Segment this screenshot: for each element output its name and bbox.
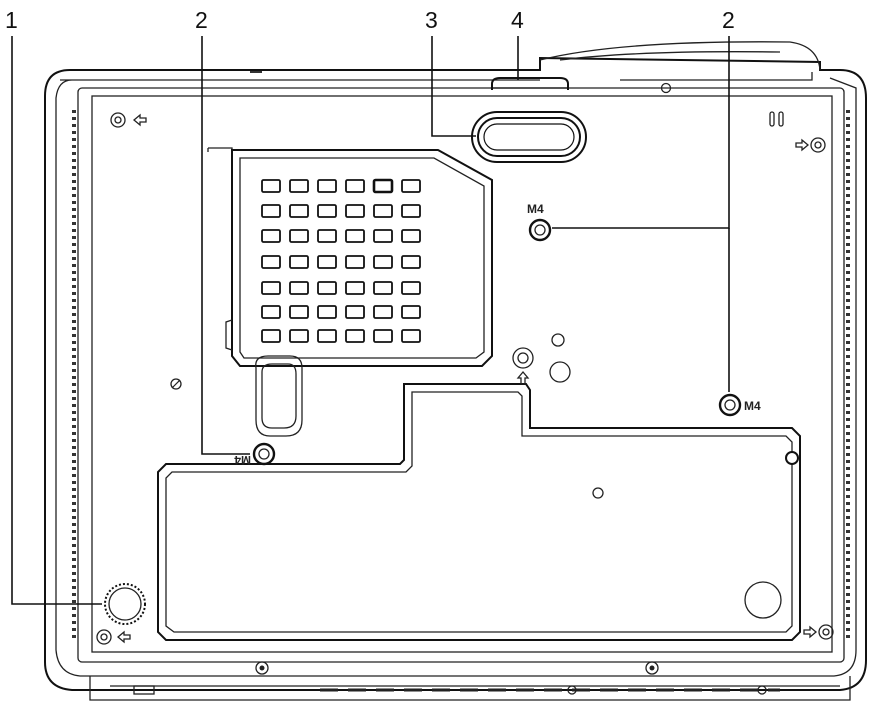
vent-slot (401, 329, 421, 343)
vent-slot (401, 179, 421, 193)
vent-slot (261, 281, 281, 295)
vent-slot (345, 204, 365, 218)
vent-slot (401, 255, 421, 269)
quick-release-button (491, 77, 569, 90)
tilt-foot (471, 111, 587, 163)
corner-marker-top-right (769, 111, 826, 153)
vent-slot (401, 305, 421, 319)
vent-slot (317, 204, 337, 218)
vent-slot (289, 281, 309, 295)
vent-slot (289, 305, 309, 319)
callout-1-adjuster-foot: 1 (5, 7, 18, 33)
vent-slot (261, 305, 281, 319)
callout-2-wall-mount-left: 2 (195, 7, 208, 33)
vent-slot (372, 178, 394, 194)
vent-slot (401, 281, 421, 295)
vent-slot (373, 204, 393, 218)
callout-3-tilt-foot: 3 (425, 7, 438, 33)
vent-slot (261, 179, 281, 193)
callout-2-wall-mount-right: 2 (722, 7, 735, 33)
corner-marker-bottom-right (803, 624, 834, 640)
vent-slot (289, 204, 309, 218)
vent-slot (401, 229, 421, 243)
vent-slot (317, 179, 337, 193)
leader-lines (11, 36, 730, 605)
callout-4-quick-release-button: 4 (511, 7, 524, 33)
vent-slot (373, 229, 393, 243)
vent-slot (317, 305, 337, 319)
vent-slot (401, 204, 421, 218)
vent-slot (261, 204, 281, 218)
vent-slot (345, 229, 365, 243)
projector-body (44, 41, 867, 701)
corner-marker-top-left (110, 112, 147, 128)
wall-mount-hole-top (528, 218, 552, 242)
m4-label-left: M4 (234, 453, 251, 467)
vent-slot (317, 229, 337, 243)
vent-slot (289, 179, 309, 193)
vent-slot (345, 179, 365, 193)
vent-slot (373, 281, 393, 295)
adjuster-foot (104, 583, 146, 625)
wall-mount-hole-left (252, 442, 276, 466)
vent-slot (373, 329, 393, 343)
vent-slot (345, 329, 365, 343)
wall-mount-hole-right (718, 393, 742, 417)
vent-slot (289, 255, 309, 269)
m4-label-top: M4 (527, 202, 544, 216)
bottom-cover-panel (157, 383, 801, 641)
vent-slot (373, 255, 393, 269)
vent-slot (289, 329, 309, 343)
vent-slot (317, 281, 337, 295)
vent-slot (345, 305, 365, 319)
vent-slot (317, 329, 337, 343)
vent-slot (317, 255, 337, 269)
corner-marker-bottom-left (96, 629, 131, 645)
vent-slot (345, 281, 365, 295)
vent-slot (289, 229, 309, 243)
misc-holes (170, 333, 571, 390)
vent-slot (261, 255, 281, 269)
vent-slot (261, 329, 281, 343)
vent-slot (373, 305, 393, 319)
m4-label-right: M4 (744, 399, 761, 413)
vent-slot (261, 229, 281, 243)
vent-slot (345, 255, 365, 269)
vent-grille (207, 147, 493, 437)
